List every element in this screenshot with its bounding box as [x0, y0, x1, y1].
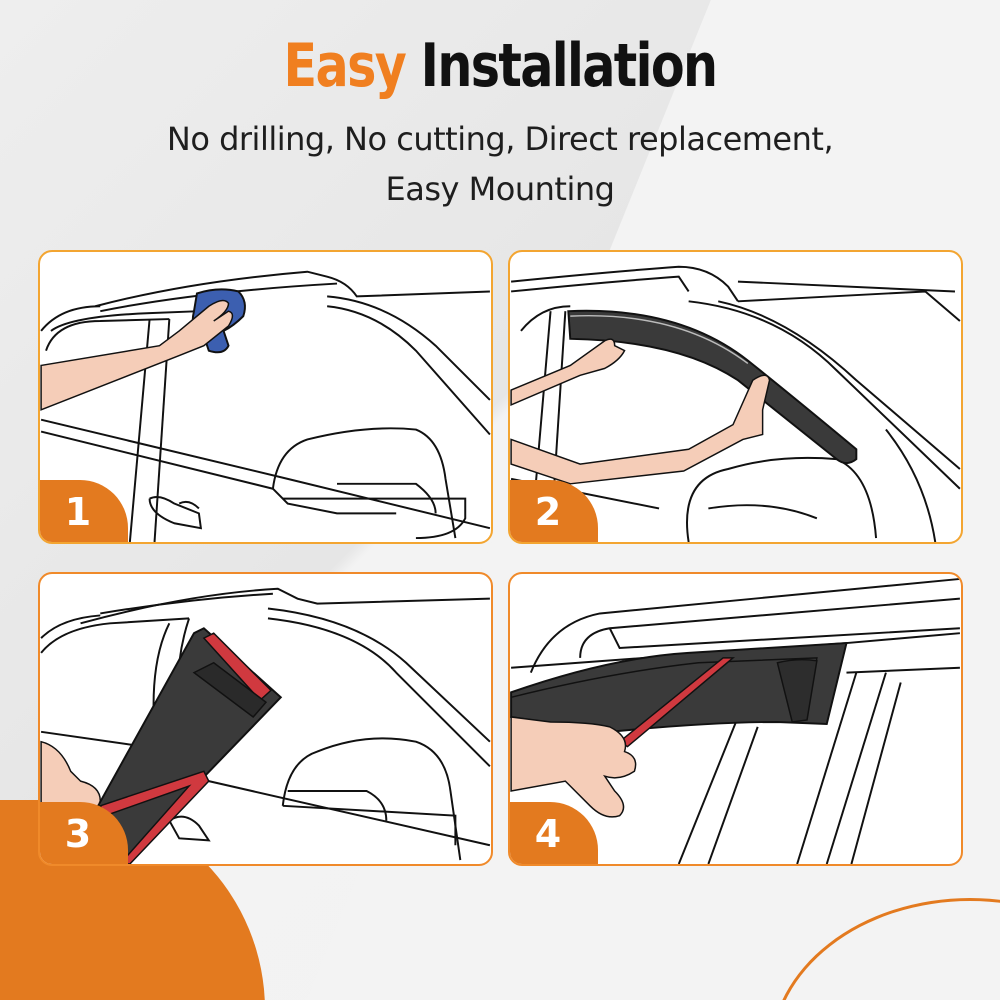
step-number-badge: 3 — [40, 802, 128, 864]
step-number: 2 — [534, 490, 562, 534]
subtitle-line-1: No drilling, No cutting, Direct replacem… — [166, 120, 834, 158]
step-number: 3 — [64, 812, 92, 856]
step-card-2: 2 — [508, 250, 963, 544]
step-number-badge: 2 — [510, 480, 598, 542]
step-4-illustration — [510, 577, 960, 864]
step-1-illustration — [40, 270, 491, 542]
step-card-4: 4 — [508, 572, 963, 866]
step-number: 1 — [64, 490, 92, 534]
subtitle-line-2: Easy Mounting — [385, 170, 615, 208]
steps-grid: 1 2 — [38, 250, 963, 866]
title-accent: Easy — [283, 31, 407, 101]
subtitle: No drilling, No cutting, Direct replacem… — [0, 114, 1000, 214]
page-title: Easy Installation — [90, 30, 910, 102]
step-card-1: 1 — [38, 250, 493, 544]
step-card-3: 3 — [38, 572, 493, 866]
step-number: 4 — [534, 812, 562, 856]
title-main: Installation — [420, 31, 718, 101]
header: Easy Installation No drilling, No cuttin… — [0, 30, 1000, 214]
